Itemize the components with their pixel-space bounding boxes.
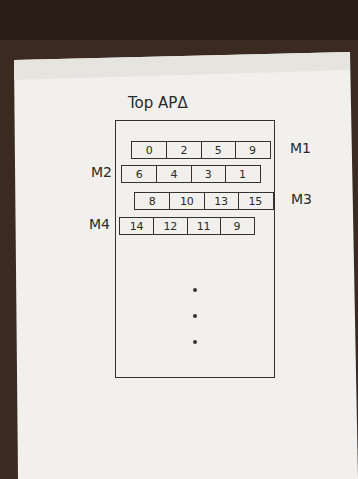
cell: 14 xyxy=(120,218,153,234)
cell: 13 xyxy=(204,193,238,209)
memory-block: Top APΔM10259M26431M38101315M41412119 xyxy=(115,120,275,378)
row-strip: M41412119 xyxy=(119,217,255,235)
row-strip: M38101315 xyxy=(134,192,274,210)
cell: 8 xyxy=(135,193,169,209)
cell-value: 14 xyxy=(130,220,144,233)
continuation-dot xyxy=(193,340,197,344)
cell-value: 11 xyxy=(197,220,211,233)
cell-value: 8 xyxy=(149,195,156,208)
cell-value: 5 xyxy=(215,144,222,157)
cell: 9 xyxy=(220,218,253,234)
cell-value: 13 xyxy=(214,195,228,208)
cell: 3 xyxy=(191,166,225,182)
row-label: M2 xyxy=(91,164,112,180)
cell: 6 xyxy=(122,166,156,182)
cell: 9 xyxy=(235,142,269,158)
cell-value: 15 xyxy=(248,195,262,208)
row-strip: M26431 xyxy=(121,165,261,183)
row-label: M4 xyxy=(89,216,110,232)
cell-value: 12 xyxy=(163,220,177,233)
cell-value: 9 xyxy=(233,220,240,233)
napkin-edge xyxy=(14,52,350,80)
napkin xyxy=(14,52,358,479)
cell-value: 3 xyxy=(205,168,212,181)
cell-value: 6 xyxy=(136,168,143,181)
block-title: Top APΔ xyxy=(128,94,188,112)
cell: 2 xyxy=(166,142,200,158)
cell: 11 xyxy=(187,218,220,234)
cell: 4 xyxy=(156,166,190,182)
row-strip: M10259 xyxy=(131,141,271,159)
cell: 0 xyxy=(132,142,166,158)
cell: 1 xyxy=(225,166,259,182)
row-label: M1 xyxy=(290,140,311,156)
cell: 5 xyxy=(201,142,235,158)
row-label: M3 xyxy=(291,191,312,207)
cell-value: 4 xyxy=(170,168,177,181)
continuation-dot xyxy=(193,314,197,318)
wood-shadow xyxy=(0,0,358,40)
cell: 10 xyxy=(169,193,203,209)
cell: 12 xyxy=(153,218,186,234)
cell-value: 2 xyxy=(180,144,187,157)
cell-value: 0 xyxy=(146,144,153,157)
cell-value: 10 xyxy=(180,195,194,208)
cell: 15 xyxy=(238,193,272,209)
continuation-dot xyxy=(193,288,197,292)
cell-value: 1 xyxy=(239,168,246,181)
cell-value: 9 xyxy=(249,144,256,157)
